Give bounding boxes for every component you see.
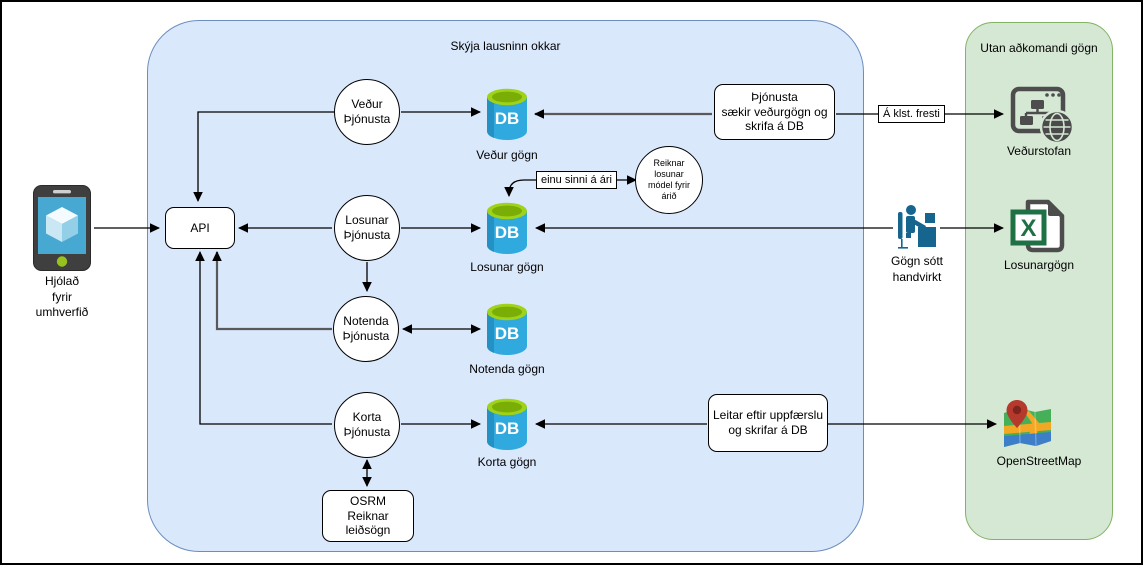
- database-icon-losunar: DB: [486, 202, 527, 254]
- external-label-vedurstofan: Veðurstofan: [1006, 144, 1072, 158]
- edge-label-yearly: einu sinni á ári: [536, 171, 617, 190]
- person-at-desk-icon: [896, 202, 940, 250]
- svg-text:X: X: [1020, 215, 1036, 242]
- service-notenda: Notenda Þjónusta: [333, 296, 399, 362]
- mobile-app-icon: [33, 185, 91, 271]
- edge-label-hourly: Á klst. fresti: [878, 105, 945, 124]
- cloud-title: Skýja lausninn okkar: [450, 39, 561, 53]
- database-icon-vedur: DB: [486, 88, 527, 140]
- db-text: DB: [495, 223, 520, 242]
- db-label-losunar: Losunar gögn: [470, 260, 544, 274]
- process-weather-fetch: Þjónusta sækir veðurgögn og skrifa á DB: [714, 84, 835, 140]
- db-label-notenda: Notenda gögn: [469, 362, 545, 376]
- map-icon: [1004, 400, 1051, 447]
- web-services-icon: [1010, 86, 1074, 144]
- external-title: Utan aðkomandi gögn: [980, 41, 1098, 55]
- connector-lines: [94, 107, 1004, 487]
- service-korta: Korta Þjónusta: [334, 392, 400, 458]
- external-boundary: Utan aðkomandi gögn: [965, 22, 1113, 540]
- db-text: DB: [495, 324, 520, 343]
- process-emission-model: Reiknar losunar módel fyrir árið: [635, 146, 703, 214]
- excel-file-icon: X: [1010, 199, 1065, 253]
- db-text: DB: [495, 109, 520, 128]
- service-losunar: Losunar Þjónusta: [334, 195, 400, 261]
- external-label-losunargogn: Losunargögn: [1003, 258, 1075, 272]
- database-icon-notenda: DB: [486, 303, 527, 355]
- process-map-update: Leitar eftir uppfærslu og skrifar á DB: [708, 394, 828, 452]
- client-label: Hjólað fyrir umhverfið: [35, 274, 89, 320]
- service-vedur: Veður Þjónusta: [334, 79, 400, 145]
- db-label-korta: Korta gögn: [477, 455, 537, 469]
- process-osrm: OSRM Reiknar leiðsögn: [322, 490, 414, 542]
- db-label-vedur: Veður gögn: [476, 148, 538, 162]
- database-icon-korta: DB: [486, 398, 527, 450]
- external-label-openstreetmap: OpenStreetMap: [996, 454, 1082, 468]
- edge-label-manual: Gögn sótt handvirkt: [890, 254, 944, 284]
- api-box: API: [165, 207, 235, 249]
- db-text: DB: [495, 419, 520, 438]
